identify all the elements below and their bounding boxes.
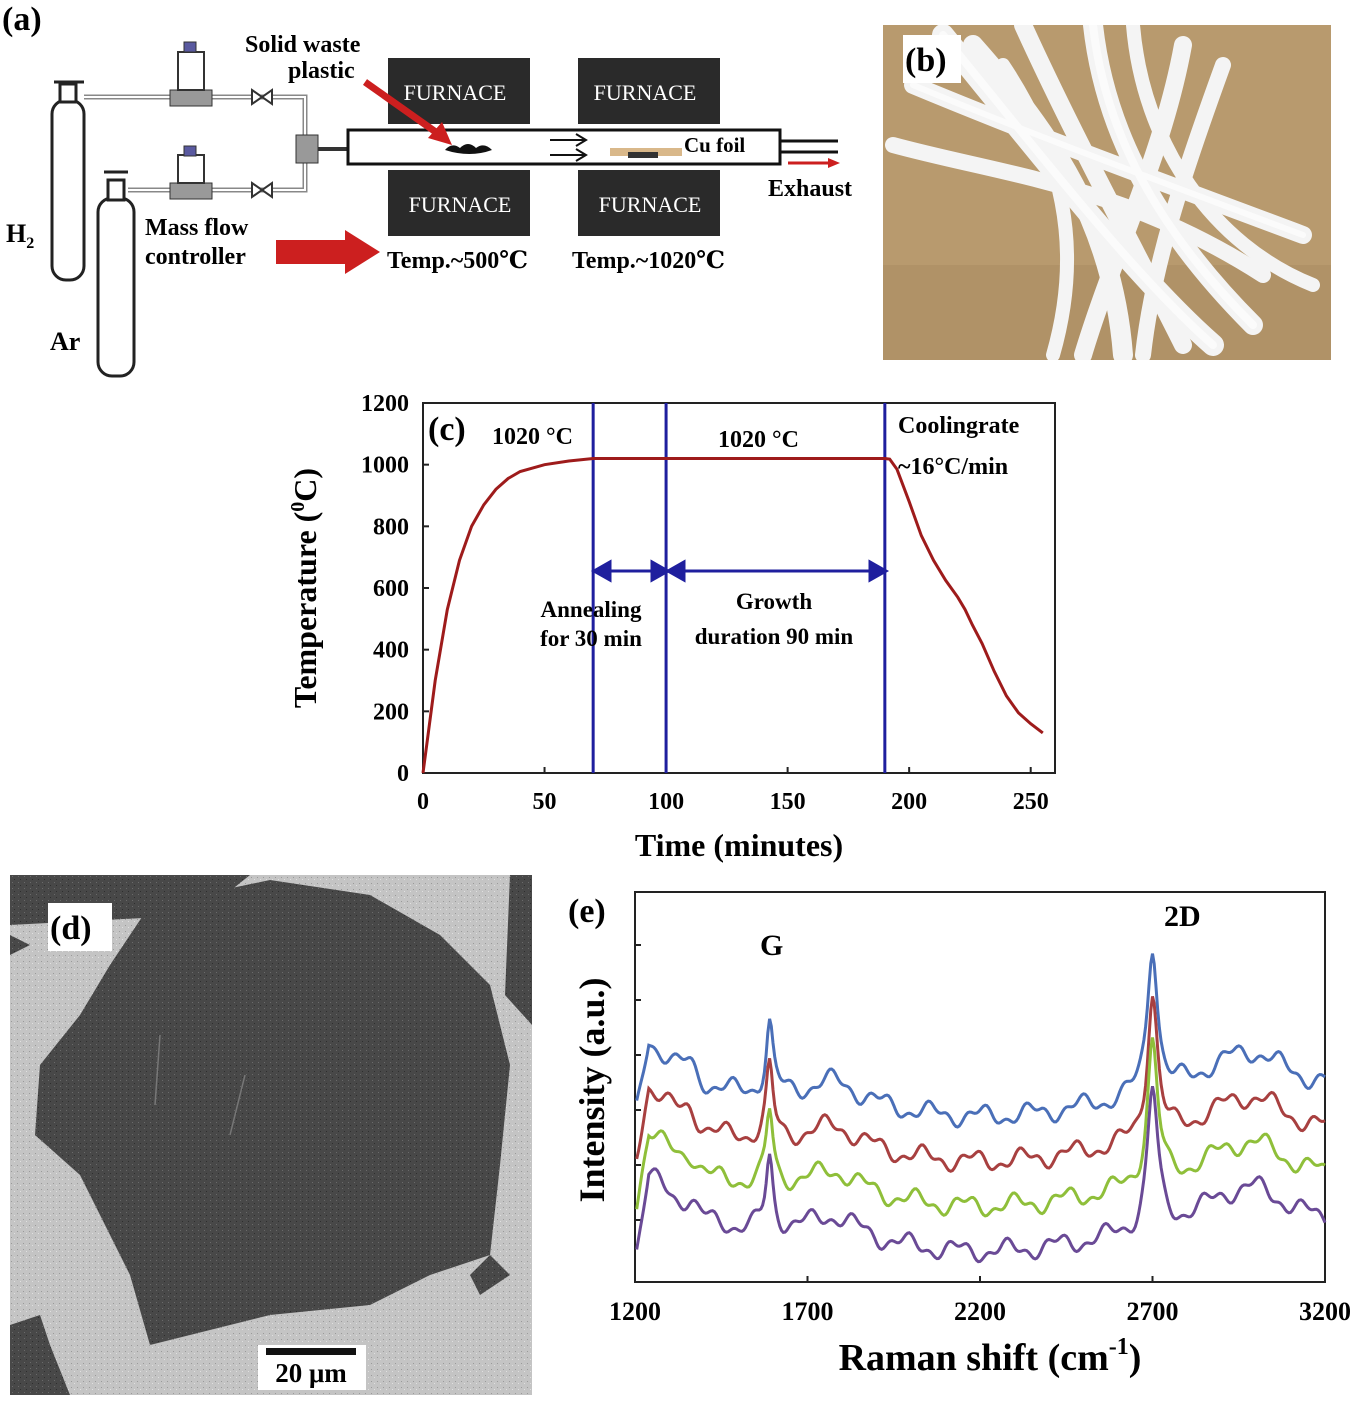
temp-zone2-label: Temp.~1020℃ xyxy=(572,248,725,274)
x-tick-label: 0 xyxy=(417,789,429,815)
y-tick-label: 1200 xyxy=(361,391,409,417)
sem-image-panel: (d) 20 μm xyxy=(10,875,532,1395)
peak-label-g: G xyxy=(760,929,783,962)
anneal-span-arrow xyxy=(590,559,672,583)
panel-label-d: (d) xyxy=(50,910,92,947)
y-axis-title-e: Intensity (a.u.) xyxy=(572,977,612,1202)
mass-flow-controller-top xyxy=(169,41,213,107)
graphene-domain xyxy=(35,880,510,1345)
ar-label: Ar xyxy=(50,327,80,356)
gas-flow-arrows xyxy=(550,133,588,162)
sem-image: (d) 20 μm xyxy=(10,875,532,1395)
mfc-label-line1: Mass flow xyxy=(145,215,249,241)
y-tick-label: 0 xyxy=(397,761,409,787)
x-axis-title-c: Time (minutes) xyxy=(635,827,843,863)
plastic-photo-panel: (b) xyxy=(883,15,1331,365)
peak-label-2d: 2D xyxy=(1164,900,1201,933)
x-tick-label: 50 xyxy=(533,789,557,815)
y-tick-label: 1000 xyxy=(361,453,409,479)
scale-bar-label: 20 μm xyxy=(275,1358,347,1388)
y-tick-label: 600 xyxy=(373,576,409,602)
panel-label-c: (c) xyxy=(428,411,466,448)
x-tick-label: 200 xyxy=(891,789,927,815)
x-tick-label: 100 xyxy=(648,789,684,815)
y-tick-label: 200 xyxy=(373,699,409,725)
x-tick-label: 3200 xyxy=(1299,1297,1351,1326)
panel-label-a: (a) xyxy=(2,1,42,38)
raman-spectrum-line xyxy=(635,1037,1326,1218)
x-tick-label: 150 xyxy=(770,789,806,815)
anneal-label-2: for 30 min xyxy=(540,626,642,651)
cooling-label-2: ~16°C/min xyxy=(898,454,1008,480)
big-red-arrow xyxy=(276,230,380,274)
x-tick-label: 1200 xyxy=(609,1297,661,1326)
mass-flow-controller-bottom xyxy=(169,145,213,200)
h2-label: H2 xyxy=(6,219,34,252)
temp-zone1-label: Temp.~500℃ xyxy=(387,248,528,274)
growth-label-1: Growth xyxy=(736,589,812,614)
furnace-label-1: FURNACE xyxy=(404,80,507,105)
y-tick-label: 800 xyxy=(373,514,409,540)
y-tick-label: 400 xyxy=(373,638,409,664)
hold-label-2: 1020 °C xyxy=(718,427,799,453)
x-axis-title-e: Raman shift (cm-1) xyxy=(839,1334,1142,1379)
waste-label-line1: Solid waste xyxy=(245,32,361,58)
cooling-label-1: Coolingrate xyxy=(898,413,1020,439)
growth-label-2: duration 90 min xyxy=(695,624,854,649)
h2-cylinder xyxy=(50,80,86,282)
waste-label-line2: plastic xyxy=(288,58,355,84)
x-tick-label: 1700 xyxy=(782,1297,834,1326)
panel-label-e: (e) xyxy=(568,893,606,930)
anneal-label-1: Annealing xyxy=(541,597,642,622)
raman-spectrum-line xyxy=(635,953,1326,1129)
waste-pointer-arrow xyxy=(362,79,443,138)
y-axis-title-c: Temperature (0C) xyxy=(287,468,323,708)
cu-foil-label: Cu foil xyxy=(684,133,745,157)
furnace-blocks xyxy=(388,58,720,236)
x-tick-label: 2700 xyxy=(1127,1297,1179,1326)
setup-schematic-panel: (a) H2 Ar xyxy=(0,0,880,385)
x-tick-label: 250 xyxy=(1013,789,1049,815)
raman-spectrum-line xyxy=(635,996,1326,1173)
panel-label-b: (b) xyxy=(905,42,947,79)
growth-span-arrow xyxy=(664,559,890,583)
temperature-profile-chart: 0 50 100 150 200 250 0 200 400 600 800 1000 1200 (c)… xyxy=(287,391,1056,863)
temperature-profile-panel: 0 50 100 150 200 250 0 200 400 600 800 1000 1200 (c)… xyxy=(280,388,1070,868)
plastic-photo: (b) xyxy=(883,15,1331,365)
valve-icon xyxy=(251,88,273,199)
raman-spectra-panel: 1200 1700 2200 2700 3200 (e) G 2D Raman shif… xyxy=(560,880,1359,1400)
furnace-label-3: FURNACE xyxy=(409,192,512,217)
furnace-label-2: FURNACE xyxy=(594,80,697,105)
furnace-label-4: FURNACE xyxy=(599,192,702,217)
gas-mixer xyxy=(295,134,319,164)
mfc-label-line2: controller xyxy=(145,244,246,270)
plastic-sample xyxy=(445,144,492,154)
raman-spectrum-line xyxy=(635,1086,1327,1264)
x-tick-label: 2200 xyxy=(954,1297,1006,1326)
hold-label-1: 1020 °C xyxy=(492,424,573,450)
ar-cylinder xyxy=(96,170,136,378)
scale-bar xyxy=(266,1348,356,1355)
exhaust-label: Exhaust xyxy=(768,176,852,202)
temperature-curve xyxy=(421,457,1044,774)
setup-schematic: (a) H2 Ar xyxy=(2,1,852,378)
quartz-tube xyxy=(346,128,782,166)
raman-spectra-chart: 1200 1700 2200 2700 3200 (e) G 2D Raman shif… xyxy=(568,891,1351,1379)
